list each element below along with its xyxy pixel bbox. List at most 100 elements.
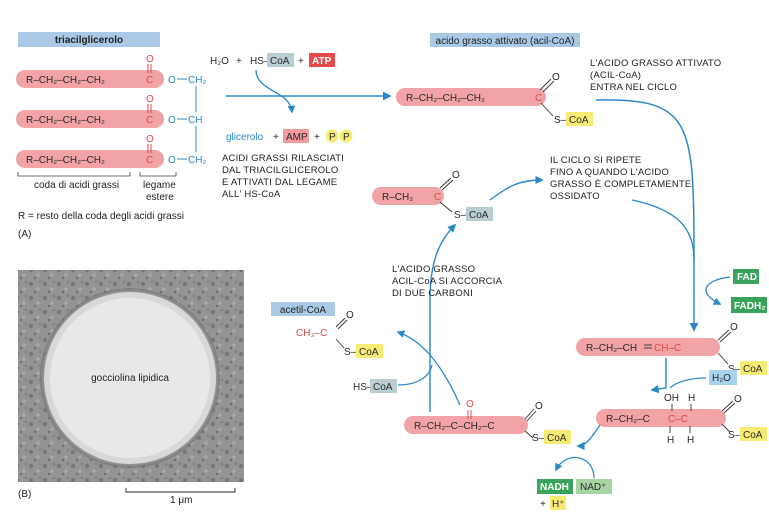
activation-desc-4: ALL' HS-CoA [222, 189, 281, 200]
svg-text:ATP: ATP [312, 56, 332, 67]
repeat-desc-3: GRASSO È COMPLETAMENTE [550, 179, 691, 190]
triacylglycerol-chain-1: R–CH₂–CH₂–CH₂ C O O [16, 54, 176, 88]
water-box [709, 370, 737, 385]
acetyl-release-arrow [396, 330, 461, 406]
fad-box [733, 269, 759, 284]
svg-text:+: + [236, 56, 242, 67]
svg-text:C: C [146, 155, 153, 166]
svg-text:C–C: C–C [668, 414, 688, 425]
nad-box [576, 479, 612, 494]
atp-box [309, 53, 335, 67]
coa-box [267, 53, 294, 67]
panel-a-letter: (A) [18, 229, 31, 240]
acyl-coa-title-bar [430, 33, 580, 47]
svg-text:CoA: CoA [743, 364, 763, 375]
svg-text:S–: S– [728, 430, 741, 441]
acyl-coa-desc-2: (ACIL-CoA) [590, 70, 641, 81]
svg-text:R–CH₂–CH₂–CH₂: R–CH₂–CH₂–CH₂ [406, 93, 485, 104]
svg-text:H⁺: H⁺ [552, 499, 565, 510]
svg-text:+: + [540, 499, 546, 510]
enoyl-coa-molecule: R–CH₂–CH CH–C O S– CoA [576, 322, 767, 375]
svg-text:R–CH₂–CH: R–CH₂–CH [586, 343, 637, 354]
shorten-desc-2: ACIL-CoA SI ACCORCIA [392, 276, 503, 287]
svg-text:C: C [146, 115, 153, 126]
repeat-desc-4: OSSIDATO [550, 191, 600, 202]
acyl-coa-desc-1: L'ACIDO GRASSO ATTIVATO [590, 58, 721, 69]
repeat-arrow [489, 175, 544, 201]
shortened-acyl-coa-molecule: R–CH₂ C O S– CoA [372, 170, 493, 221]
svg-text:R–CH₂–CH₂–CH₂: R–CH₂–CH₂–CH₂ [26, 115, 105, 126]
activation-desc-3: E ATTIVATI DAL LEGAME [222, 177, 337, 188]
svg-text:H: H [688, 393, 695, 404]
svg-text:R–CH₂–CH₂–CH₂: R–CH₂–CH₂–CH₂ [26, 75, 105, 86]
lipid-droplet-micrograph [18, 270, 244, 482]
svg-text:O: O [730, 322, 738, 333]
panel-b-letter: (B) [18, 489, 31, 500]
tail-bracket [17, 172, 131, 177]
acyl-coa-desc-3: ENTRA NEL CICLO [590, 82, 677, 93]
repeat-join-arrow [631, 199, 695, 261]
hydroxyacyl-coa-molecule: R–CH₂–C C–C OH H H H O S– CoA [596, 393, 767, 446]
nad-reduction-arrow [555, 456, 595, 479]
ester-label-2: estere [146, 192, 174, 203]
acyl-coa-title: acido grasso attivato (acil-CoA) [436, 36, 575, 47]
svg-text:FADH₂: FADH₂ [734, 301, 766, 312]
repeat-desc-2: FINO A QUANDO L'ACIDO [550, 167, 669, 178]
svg-text:R–CH₂: R–CH₂ [382, 192, 413, 203]
svg-text:AMP: AMP [286, 132, 308, 143]
svg-text:OH: OH [664, 393, 679, 404]
scale-label: 1 μm [170, 495, 192, 506]
acyl-coa-molecule: R–CH₂–CH₂–CH₂ C O S– CoA [396, 72, 593, 126]
svg-text:CoA: CoA [359, 347, 379, 358]
ester-label-1: legame [143, 180, 176, 191]
svg-text:C: C [146, 75, 153, 86]
svg-text:FAD: FAD [737, 272, 757, 283]
tail-label: coda di acidi grassi [34, 180, 119, 191]
acetyl-coa-molecule: CH₃–C O S– CoA [296, 310, 383, 358]
svg-text:CoA: CoA [743, 430, 763, 441]
svg-text:P: P [329, 132, 336, 143]
svg-text:CH₂: CH₂ [188, 155, 206, 166]
acetyl-coa-title-bar [271, 302, 335, 316]
svg-text:CoA: CoA [469, 210, 489, 221]
activation-branch-arrow [255, 69, 296, 114]
svg-text:O: O [535, 401, 543, 412]
svg-text:H: H [667, 435, 674, 446]
svg-text:O: O [146, 94, 154, 105]
svg-text:H₂O: H₂O [712, 373, 731, 384]
activation-desc-2: DAL TRIACILGLICEROLO [222, 165, 338, 176]
water-reactant: H₂O [210, 56, 229, 67]
shortened-arrow [429, 223, 457, 301]
hydration-arrow [650, 358, 667, 394]
amp-box [283, 129, 309, 143]
svg-text:C: C [434, 192, 441, 203]
svg-text:+: + [298, 56, 304, 67]
repeat-desc-1: IL CICLO SI RIPETE [550, 155, 641, 166]
triacylglycerol-chain-2: R–CH₂–CH₂–CH₂ C O O [16, 94, 176, 128]
water-in-arrow [669, 377, 707, 389]
r-footnote: R = resto della coda degli acidi grassi [18, 211, 184, 222]
svg-text:S–: S– [344, 347, 357, 358]
ketoacyl-coa-molecule: R–CH₂–C–CH₂–C O O S– CoA [404, 399, 571, 444]
svg-text:CH₂: CH₂ [188, 75, 206, 86]
glycerol-backbone: CH₂ CH CH₂ [177, 75, 206, 166]
nadh-box [537, 479, 573, 494]
enter-cycle-arrow [595, 99, 699, 332]
hs-coa-in-arrow [397, 364, 433, 386]
glycerol-product: glicerolo [226, 132, 264, 143]
acetyl-coa-title: acetil-CoA [280, 305, 326, 316]
svg-text:R–CH₂–C–CH₂–C: R–CH₂–C–CH₂–C [414, 421, 495, 432]
svg-text:CoA: CoA [373, 382, 393, 393]
svg-text:S–: S– [554, 115, 567, 126]
phosphate-2 [339, 129, 353, 143]
fadh2-box [731, 297, 767, 313]
hs-coa-box [370, 379, 397, 393]
svg-text:S–: S– [454, 210, 467, 221]
hplus-box [550, 496, 566, 510]
phosphate-1 [325, 129, 339, 143]
svg-text:S–: S– [728, 364, 741, 375]
svg-text:O: O [346, 310, 354, 321]
svg-text:S–: S– [532, 433, 545, 444]
hs-prefix: HS– [250, 56, 270, 67]
